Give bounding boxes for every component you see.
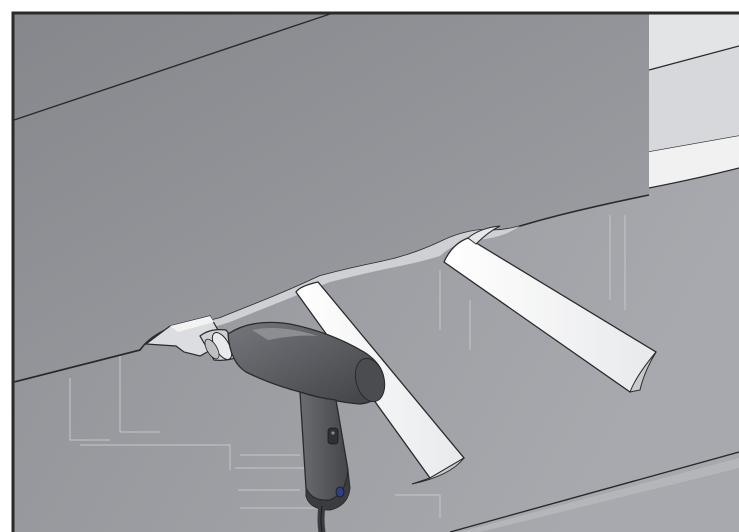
- trigger-dot: [331, 431, 335, 435]
- right-upper-panel-mid: [649, 46, 739, 152]
- power-switch-icon: [335, 486, 345, 498]
- heat-gun-handle-base: [305, 469, 351, 511]
- membrane-underside: [170, 226, 520, 334]
- cover-strip-right: [443, 237, 657, 393]
- sheet-lower-edge: [13, 349, 141, 383]
- cover-strip-right-top: [467, 225, 501, 245]
- panel-seam-line: [648, 45, 739, 71]
- heat-gun-body-highlight: [252, 328, 318, 340]
- right-lower-panel: [649, 136, 739, 188]
- upper-sheet-seam: [13, 13, 331, 121]
- power-cord-outline: [320, 505, 323, 532]
- deck-seam-shadow: [460, 458, 739, 532]
- right-seam-curve: [648, 167, 739, 189]
- heat-gun-rear-cap: [354, 357, 386, 403]
- trigger-button: [327, 427, 339, 445]
- deck-seam-line: [449, 451, 739, 532]
- nozzle-ring: [204, 338, 220, 360]
- cover-strip-middle-curl: [411, 457, 465, 485]
- upper-membrane-sheet: [14, 14, 649, 382]
- cover-strip-right-curl: [629, 351, 657, 393]
- illustration-frame: [11, 11, 739, 532]
- nozzle-tip-highlight: [170, 316, 214, 332]
